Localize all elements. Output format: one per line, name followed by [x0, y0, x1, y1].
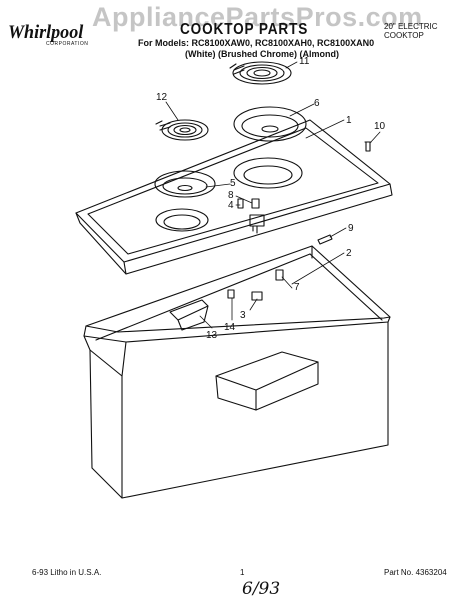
cooktop-box: [83, 245, 391, 499]
watermark-text: AppliancePartsPros.com: [92, 2, 423, 32]
receptacle-parts: [237, 198, 265, 234]
large-surface-element: [229, 61, 292, 85]
large-drip-bowl: [233, 106, 307, 142]
callout-7: 7: [294, 282, 300, 293]
whirlpool-logo: Whirlpool: [8, 22, 84, 43]
page-number: 1: [240, 568, 245, 577]
page-title: COOKTOP PARTS: [180, 21, 309, 38]
callout-10: 10: [374, 121, 386, 132]
callout-numbers: 1 2 3 4 5 6 7 8 9 10 11 12 13 14: [156, 56, 386, 341]
litho-footer: 6-93 Litho in U.S.A.: [32, 568, 102, 577]
small-drip-bowl: [154, 170, 216, 198]
control-well: [215, 351, 319, 411]
callout-9: 9: [348, 223, 354, 234]
screw-part: [364, 141, 372, 152]
callout-8: 8: [228, 190, 234, 201]
handwritten-date: 6/93: [242, 579, 281, 599]
bracket-part: [169, 299, 209, 331]
callout-11: 11: [299, 56, 310, 67]
cooktop-type-line1: 20" ELECTRIC: [384, 22, 438, 31]
callout-12: 12: [156, 92, 168, 103]
callout-2: 2: [346, 248, 352, 259]
burner-cutouts: [155, 157, 303, 232]
callout-6: 6: [314, 98, 320, 109]
callout-13: 13: [206, 330, 218, 341]
model-numbers: For Models: RC8100XAW0, RC8100XAH0, RC81…: [138, 38, 375, 48]
callout-leaders: [165, 61, 381, 329]
finish-names: (White) (Brushed Chrome) (Almond): [185, 49, 339, 59]
cooktop-type-line2: COOKTOP: [384, 31, 424, 40]
whirlpool-logo-subtitle: CORPORATION: [46, 41, 89, 47]
small-surface-element: [155, 119, 209, 141]
callout-4: 4: [228, 200, 234, 211]
callout-5: 5: [230, 178, 236, 189]
callout-14: 14: [224, 322, 236, 333]
callout-3: 3: [240, 310, 246, 321]
cooktop-type: 20" ELECTRIC COOKTOP: [384, 22, 438, 40]
clip-part: [317, 234, 333, 245]
switch-parts: [227, 269, 284, 301]
cooktop-top-frame: [75, 119, 393, 275]
part-number: Part No. 4363204: [384, 568, 447, 577]
callout-1: 1: [346, 115, 352, 126]
